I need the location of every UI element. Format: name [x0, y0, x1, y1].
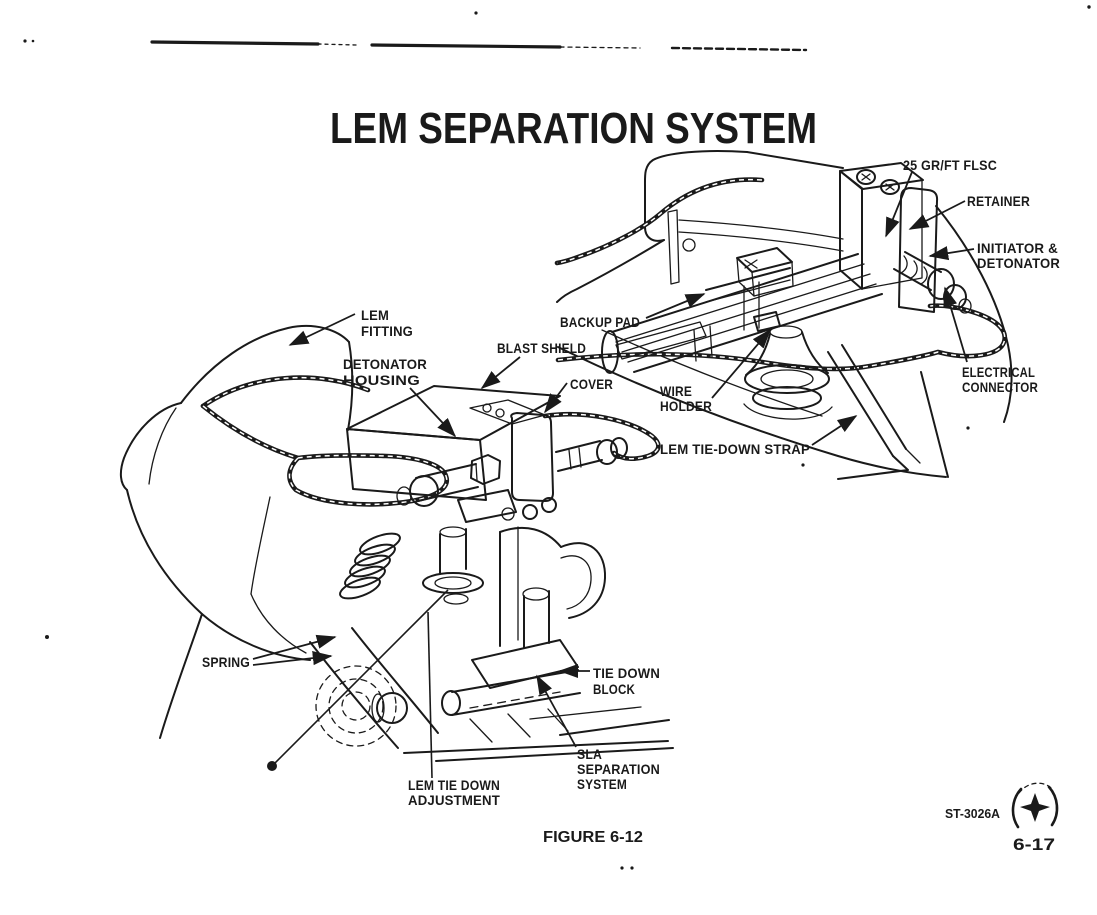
adjustment-indicator-line [271, 589, 449, 767]
label-spring: SPRING [202, 654, 250, 670]
label-sla-line3: SYSTEM [577, 776, 627, 792]
lanyard-cable [554, 177, 1008, 372]
label-retainer: RETAINER [967, 193, 1030, 209]
leader-spring-2 [252, 651, 333, 666]
flsc-manifold-beam [601, 209, 883, 374]
callout-labels: 25 GR/FT FLSC RETAINER INITIATOR & DETON… [202, 157, 1060, 808]
sla-separation-rails [403, 706, 674, 762]
label-lem-fitting-line1: LEM [361, 307, 389, 323]
label-electrical-connector-line1: ELECTRICAL [962, 364, 1035, 380]
tie-down-adjustment-part [422, 526, 484, 605]
label-detonator-housing-line1: DETONATOR [343, 356, 427, 372]
footer: FIGURE 6-12 ST-3026A 6-17 [543, 782, 1059, 854]
blast-shield-part [346, 385, 561, 501]
leader-cover [544, 382, 568, 414]
four-point-star-icon [1011, 782, 1059, 829]
label-blast-shield: BLAST SHIELD [497, 340, 586, 356]
leader-flsc [885, 171, 913, 238]
label-tie-down-block-line1: TIE DOWN [593, 665, 660, 681]
retainer-part [898, 187, 939, 313]
reference-number: ST-3026A [945, 806, 1001, 821]
leader-retainer [908, 200, 966, 230]
label-initiator-line1: INITIATOR & [977, 240, 1058, 256]
label-tie-down-block-line2: BLOCK [593, 681, 635, 697]
leader-detonator-housing [409, 387, 457, 438]
label-cover: COVER [570, 376, 613, 392]
leader-sla-separation-system [536, 674, 577, 748]
label-wire-holder-line2: HOLDER [660, 398, 712, 414]
detonator-housing-part [396, 437, 628, 523]
leader-initiator-detonator [928, 246, 975, 261]
label-lem-tie-down-adjustment-line1: LEM TIE DOWN [408, 777, 500, 793]
leader-backup-pad [645, 293, 706, 319]
leader-lem-tie-down-adjustment [427, 611, 433, 779]
tie-down-strap-part [827, 344, 921, 480]
figure-caption: FIGURE 6-12 [543, 829, 643, 846]
support-arm [309, 627, 439, 749]
label-electrical-connector-line2: CONNECTOR [962, 379, 1038, 395]
detonator-block [705, 247, 794, 331]
label-lem-tie-down-adjustment-line2: ADJUSTMENT [408, 792, 500, 808]
leader-lines [252, 171, 975, 779]
leader-wire-holder [711, 328, 772, 399]
spring-part [339, 532, 401, 600]
leader-lem-fitting [288, 313, 356, 346]
label-wire-holder-line1: WIRE [660, 383, 692, 399]
leader-blast-shield [480, 356, 521, 390]
label-sla-line2: SEPARATION [577, 761, 660, 777]
page-number: 6-17 [1013, 835, 1055, 854]
detail-view-drawing [119, 324, 674, 762]
label-lem-fitting-line2: FITTING [361, 323, 413, 339]
adjustment-indicator-dot [267, 761, 277, 771]
end-fitting-block [839, 162, 924, 290]
label-backup-pad: BACKUP PAD [560, 314, 640, 330]
label-initiator-line2: DETONATOR [977, 255, 1060, 271]
scan-artifact-lines [23, 5, 1091, 870]
backup-pad-part [615, 321, 707, 360]
cover-part [510, 412, 557, 520]
label-detonator-housing-line2: HOUSING [343, 372, 420, 388]
label-lem-tie-down-strap: LEM TIE-DOWN STRAP [660, 441, 810, 457]
leader-electrical-connector [943, 286, 968, 363]
page-title: LEM SEPARATION SYSTEM [330, 104, 817, 153]
installed-view-drawing [554, 150, 1013, 480]
lanyard-loop [200, 375, 661, 507]
label-sla-line1: SLA [577, 746, 602, 762]
leader-spring-1 [252, 634, 337, 660]
label-flsc: 25 GR/FT FLSC [903, 157, 997, 173]
leader-lem-tie-down-strap [811, 415, 858, 446]
